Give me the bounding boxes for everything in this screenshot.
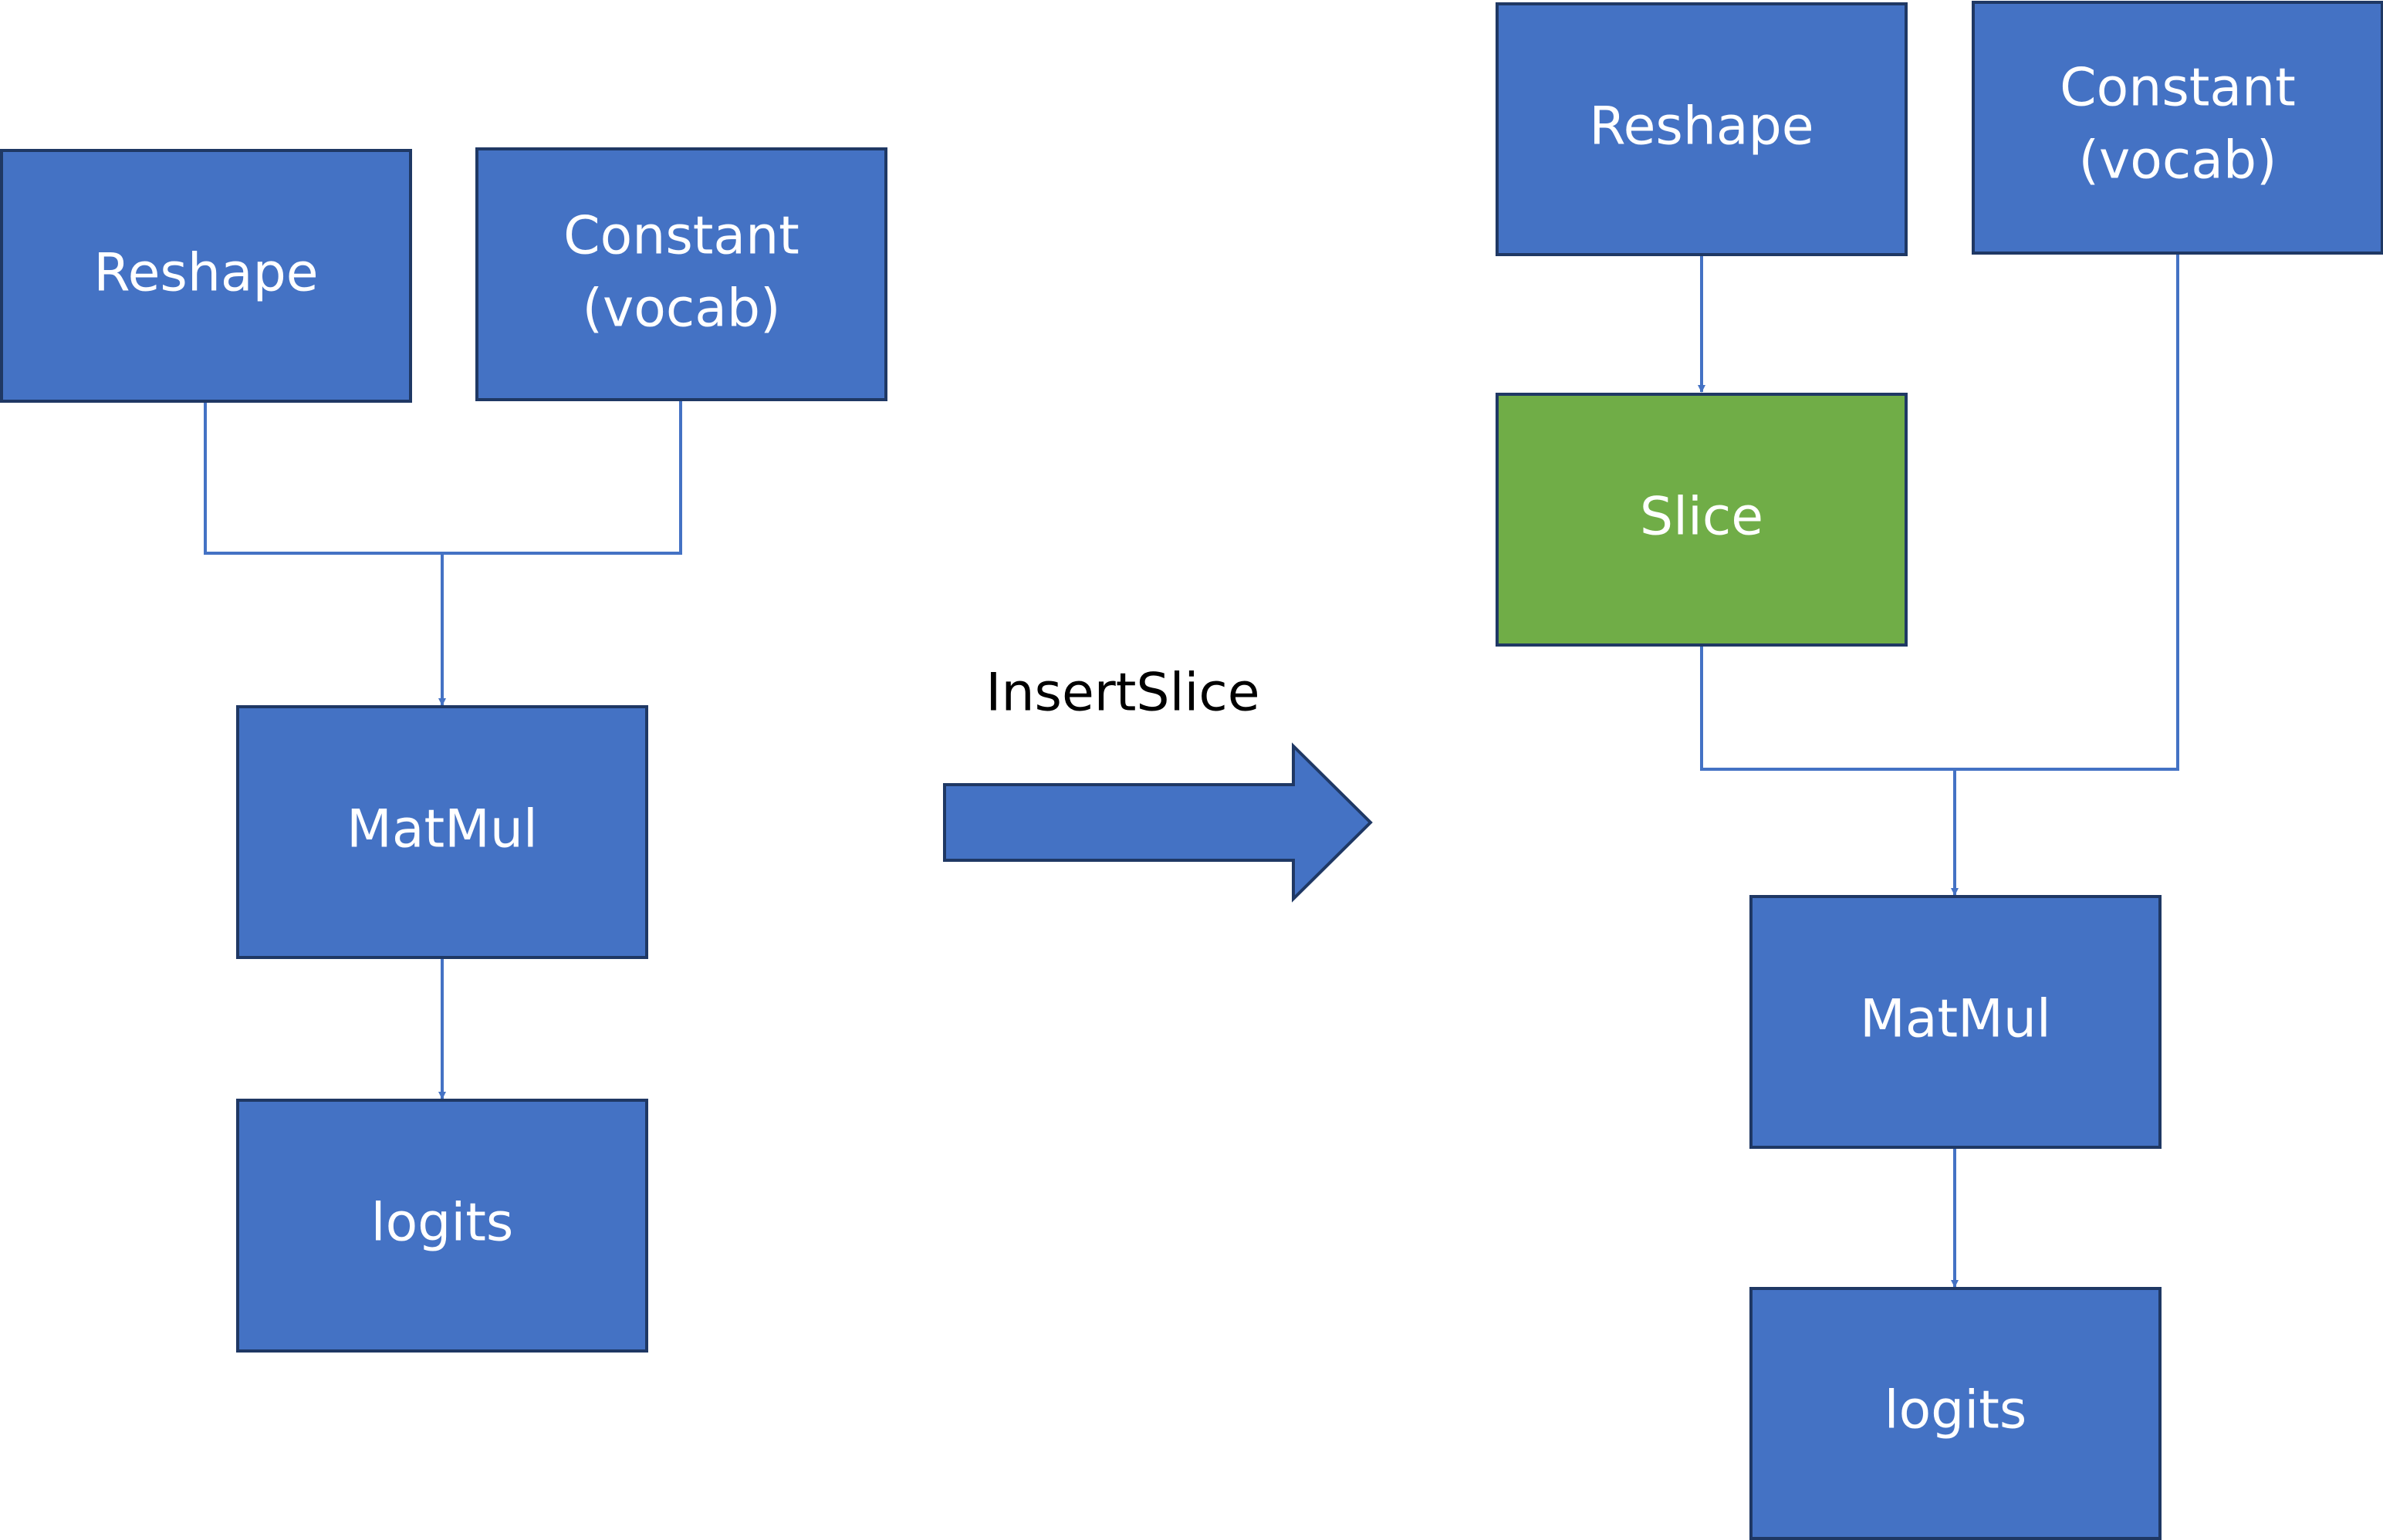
- node-slice-label: Slice: [1640, 487, 1763, 548]
- edge-slice-to-join: [1700, 645, 1955, 771]
- node-constant-vocab[interactable]: Constant (vocab): [475, 147, 887, 401]
- transform-label: InsertSlice: [985, 663, 1259, 724]
- after-graph: Reshape Constant (vocab) Slice MatMul lo…: [1496, 1, 2383, 1540]
- node-constant-label-line2: (vocab): [2078, 130, 2277, 191]
- node-logits[interactable]: logits: [236, 1099, 648, 1353]
- edge-constant-to-join: [442, 400, 682, 555]
- node-reshape[interactable]: Reshape: [1496, 2, 1908, 256]
- node-matmul[interactable]: MatMul: [1749, 895, 2162, 1149]
- edge-constant-to-join: [1955, 253, 2179, 771]
- node-logits-label: logits: [1884, 1380, 2027, 1441]
- node-slice[interactable]: Slice: [1496, 393, 1908, 647]
- node-matmul-label: MatMul: [346, 799, 538, 860]
- node-constant-label-line2: (vocab): [582, 279, 780, 339]
- node-reshape[interactable]: Reshape: [0, 149, 412, 403]
- node-reshape-label: Reshape: [1589, 96, 1813, 157]
- node-matmul-label: MatMul: [1860, 989, 2051, 1050]
- node-constant-label-line1: Constant: [563, 206, 799, 267]
- edge-reshape-to-join: [204, 401, 442, 555]
- node-logits-label: logits: [371, 1193, 514, 1254]
- node-matmul[interactable]: MatMul: [236, 705, 648, 959]
- transform: InsertSlice: [943, 663, 1373, 903]
- node-constant-vocab[interactable]: Constant (vocab): [1972, 1, 2383, 255]
- node-logits[interactable]: logits: [1749, 1287, 2162, 1540]
- before-graph: Reshape Constant (vocab) MatMul logits: [0, 147, 887, 1353]
- node-reshape-label: Reshape: [93, 243, 318, 304]
- right-block-arrow-icon: [943, 742, 1373, 903]
- node-constant-label-line1: Constant: [2060, 58, 2296, 119]
